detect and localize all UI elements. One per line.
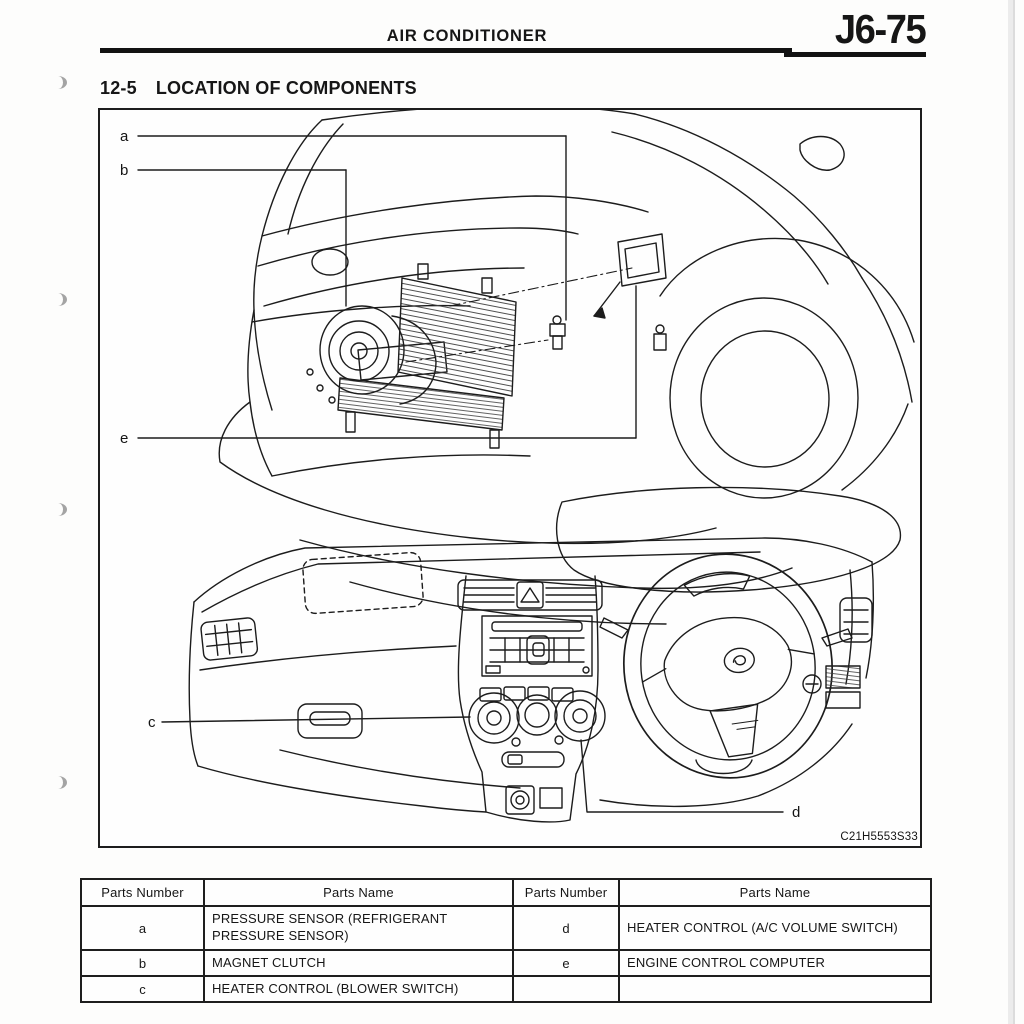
accessory-socket — [505, 785, 563, 815]
compressor-magnet-clutch — [306, 305, 437, 405]
center-stack — [457, 575, 603, 823]
callout-c: c — [148, 714, 471, 731]
table-row: b MAGNET CLUTCH e ENGINE CONTROL COMPUTE… — [80, 949, 932, 977]
callout-d-label: d — [792, 804, 800, 821]
heater-control-knobs — [468, 690, 606, 768]
mode-knob — [516, 694, 558, 736]
component-location-figure: a b e — [98, 108, 922, 848]
passenger-side-vent-right — [839, 597, 873, 643]
pressure-sensor — [549, 315, 566, 350]
condenser-lower-core — [337, 377, 505, 449]
section-heading: 12-5 LOCATION OF COMPONENTS — [100, 78, 417, 99]
component-location-drawing: a b e — [120, 110, 918, 843]
radio-head-unit — [481, 615, 593, 677]
engine-control-computer — [593, 233, 667, 319]
ignition-switch-panel — [802, 665, 861, 709]
callout-e: e — [120, 285, 637, 447]
binding-mark — [56, 293, 67, 306]
binding-mark — [56, 776, 67, 789]
driver-air-vent — [200, 617, 259, 661]
parts-number-header: Parts Number — [512, 878, 620, 907]
parts-table-header-row: Parts Number Parts Name Parts Number Par… — [80, 878, 932, 907]
dashboard-diagram: c d — [148, 537, 875, 823]
glovebox-handle — [297, 703, 363, 739]
section-title: LOCATION OF COMPONENTS — [155, 78, 417, 98]
parts-number-cell: a — [80, 905, 205, 951]
passenger-airbag-outline — [302, 551, 424, 615]
hazard-button — [516, 581, 544, 609]
parts-name-cell: HEATER CONTROL (BLOWER SWITCH) — [203, 975, 514, 1003]
header-rule — [100, 48, 792, 53]
callout-a-label: a — [120, 128, 129, 145]
callout-b-label: b — [120, 162, 128, 179]
parts-number-cell: b — [80, 949, 205, 977]
ac-volume-switch-knob — [554, 690, 606, 742]
parts-name-cell — [618, 975, 932, 1003]
callout-e-label: e — [120, 430, 128, 447]
table-row: c HEATER CONTROL (BLOWER SWITCH) — [80, 975, 932, 1003]
section-number: 12-5 — [100, 78, 137, 98]
parts-number-cell: e — [512, 949, 620, 977]
header-rule-right — [784, 52, 926, 57]
callout-d: d — [580, 739, 800, 821]
parts-name-cell: ENGINE CONTROL COMPUTER — [618, 949, 932, 977]
condenser — [397, 263, 633, 397]
callout-a: a — [120, 128, 567, 321]
parts-name-header: Parts Name — [203, 878, 514, 907]
parts-number-cell: d — [512, 905, 620, 951]
binding-mark — [56, 76, 67, 89]
figure-code: C21H5553S33 — [840, 831, 918, 843]
parts-name-cell: HEATER CONTROL (A/C VOLUME SWITCH) — [618, 905, 932, 951]
parts-name-cell: PRESSURE SENSOR (REFRIGERANT PRESSURE SE… — [203, 905, 514, 951]
callout-b: b — [120, 162, 347, 307]
blower-switch-knob — [468, 692, 520, 744]
parts-table: Parts Number Parts Name Parts Number Par… — [80, 878, 932, 1003]
parts-name-cell: MAGNET CLUTCH — [203, 949, 514, 977]
temperature-lever — [501, 751, 565, 768]
parts-number-cell: c — [80, 975, 205, 1003]
engine-bay-diagram: a b e — [120, 110, 915, 625]
page-number: J6-75 — [834, 6, 926, 52]
table-row: a PRESSURE SENSOR (REFRIGERANT PRESSURE … — [80, 905, 932, 951]
parts-number-header: Parts Number — [80, 878, 205, 907]
bumper-bracket-part — [653, 324, 667, 351]
parts-name-header: Parts Name — [618, 878, 932, 907]
callout-c-label: c — [148, 714, 156, 731]
perodua-emblem — [723, 647, 755, 674]
page-header-title: AIR CONDITIONER — [386, 27, 548, 45]
binding-mark — [56, 503, 67, 516]
dashboard-outline — [188, 537, 875, 813]
parts-number-cell — [512, 975, 620, 1003]
scan-edge-artifact — [1008, 0, 1015, 1024]
steering-wheel — [622, 553, 834, 779]
